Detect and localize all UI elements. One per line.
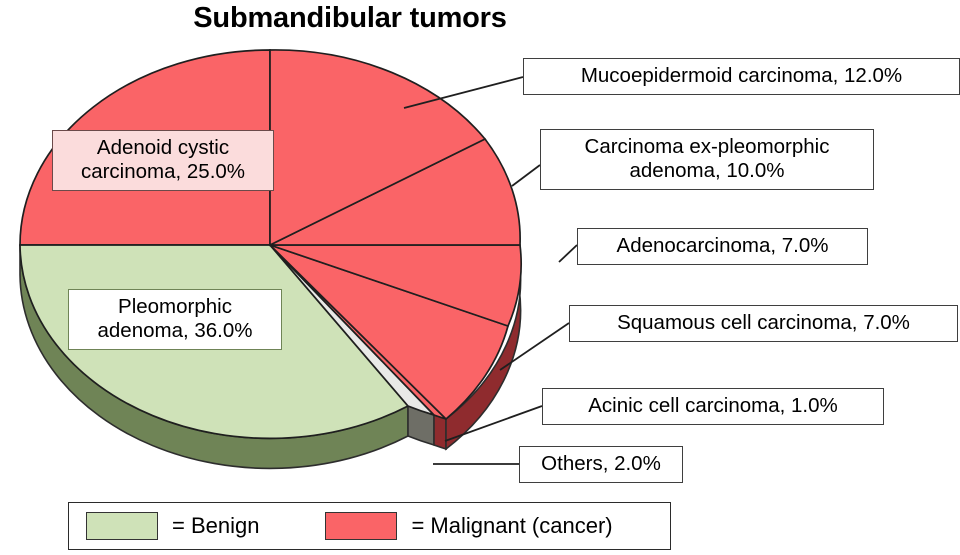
leader-lines — [403, 76, 578, 465]
slice-carcinoma-ex-pleomorphic-adenoma — [269, 137, 521, 246]
label-line-2: carcinoma, 25.0% — [80, 159, 246, 183]
chart-legend: = Benign = Malignant (cancer) — [68, 502, 671, 550]
label-carcinoma-ex-pleomorphic-adenoma: Carcinoma ex-pleomorphic adenoma, 10.0% — [540, 129, 874, 190]
page-title: Submandibular tumors — [193, 2, 507, 34]
slice-mucoepidermoid-carcinoma — [269, 49, 487, 247]
legend-label-benign: = Benign — [172, 513, 260, 538]
leader-line-squamous — [499, 322, 570, 371]
slice-side-acinic-cell-carcinoma — [433, 413, 447, 451]
pie-top-face — [19, 49, 522, 440]
label-line-1: Pleomorphic — [118, 295, 232, 318]
label-line-1: Carcinoma ex-pleomorphic — [584, 135, 830, 158]
slice-squamous-cell-carcinoma — [269, 244, 510, 421]
legend-item-malignant: = Malignant (cancer) — [325, 512, 613, 540]
legend-label-malignant: = Malignant (cancer) — [411, 513, 613, 538]
label-adenocarcinoma: Adenocarcinoma, 7.0% — [577, 228, 868, 265]
label-line-2: adenoma, 36.0% — [97, 318, 253, 342]
label-line-2: adenoma, 10.0% — [629, 158, 785, 182]
label-line-1: Adenoid cystic — [96, 136, 230, 159]
label-mucoepidermoid-carcinoma: Mucoepidermoid carcinoma, 12.0% — [523, 58, 960, 95]
label-squamous-cell-carcinoma: Squamous cell carcinoma, 7.0% — [569, 305, 958, 342]
legend-item-benign: = Benign — [86, 512, 259, 540]
label-acinic-cell-carcinoma: Acinic cell carcinoma, 1.0% — [542, 388, 884, 425]
label-adenoid-cystic-carcinoma: Adenoid cystic carcinoma, 25.0% — [52, 130, 274, 191]
label-others: Others, 2.0% — [519, 446, 683, 483]
label-pleomorphic-adenoma: Pleomorphic adenoma, 36.0% — [68, 289, 282, 350]
leader-line-carcinoma-ex-pleomorphic — [511, 164, 541, 187]
leader-line-acinic — [444, 405, 543, 442]
leader-line-adenocarcinoma — [558, 244, 578, 263]
leader-line-mucoepidermoid — [403, 76, 524, 109]
legend-swatch-benign — [86, 512, 158, 540]
legend-swatch-malignant — [325, 512, 398, 540]
